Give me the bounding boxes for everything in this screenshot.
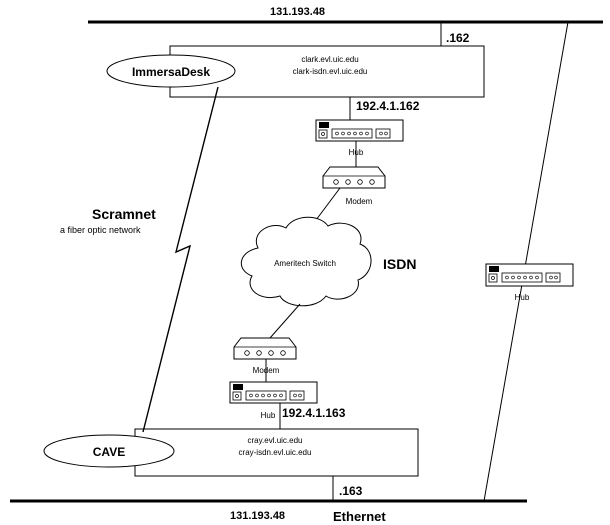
- cave-ellipse: [43, 434, 175, 468]
- cave-bus-octet: .163: [339, 484, 363, 498]
- modem-label-top: Modem: [346, 197, 373, 206]
- immersadesk-host-1: clark.evl.uic.edu: [301, 55, 358, 64]
- cave-host-box: [134, 428, 419, 477]
- hub-label-right: Hub: [515, 293, 530, 302]
- top-bus-address: 131.193.48: [270, 6, 325, 18]
- modem-icon-bottom: [233, 337, 297, 360]
- cave-host-2: cray-isdn.evl.uic.edu: [239, 448, 312, 457]
- immersadesk-ellipse: [106, 54, 236, 88]
- immersadesk-bus-octet: .162: [446, 31, 470, 45]
- ameritech-switch-cloud: [241, 216, 372, 307]
- scramnet-title: Scramnet: [92, 206, 156, 222]
- scramnet-link: [142, 86, 219, 433]
- hub-icon-bottom: [229, 381, 318, 404]
- cave-host-1: cray.evl.uic.edu: [248, 436, 303, 445]
- modem-icon-top: [322, 166, 386, 189]
- hub-label-bottom: Hub: [261, 411, 276, 420]
- switch-label: Ameritech Switch: [274, 259, 336, 268]
- immersadesk-isdn-ip: 192.4.1.162: [356, 99, 420, 113]
- bottom-bus-address: 131.193.48: [230, 510, 285, 522]
- immersadesk-label: ImmersaDesk: [132, 65, 210, 79]
- immersadesk-host-2: clark-isdn.evl.uic.edu: [293, 67, 368, 76]
- hub-icon-top: [315, 119, 404, 142]
- ethernet-label: Ethernet: [333, 509, 386, 524]
- right-ethernet-link: [483, 21, 569, 502]
- scramnet-subtitle: a fiber optic network: [60, 225, 141, 235]
- cave-isdn-ip: 192.4.1.163: [282, 406, 346, 420]
- isdn-label: ISDN: [383, 256, 416, 272]
- cave-label: CAVE: [93, 445, 125, 459]
- switch-to-modem-link-bottom: [269, 303, 301, 339]
- hub-icon-right: [485, 263, 574, 287]
